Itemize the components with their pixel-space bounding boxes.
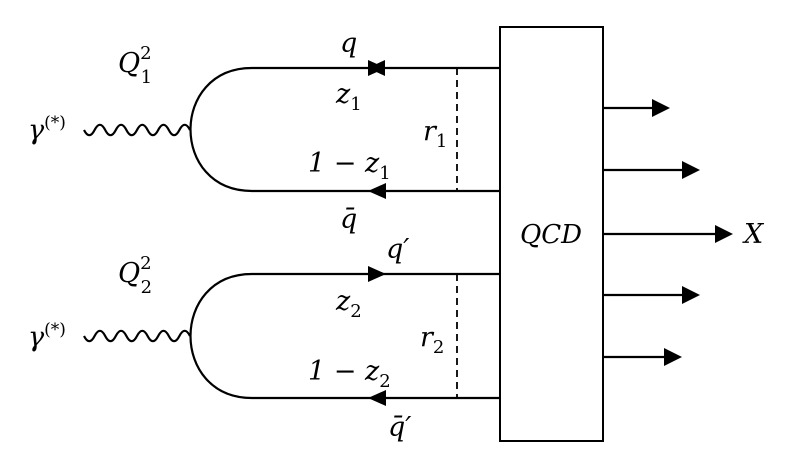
qcd-label: QCD [520,220,582,250]
quark-label-upper: q [340,28,357,59]
photon-line-lower [83,329,191,343]
photon-label-lower: γ(*) [28,320,66,353]
antiquark-arrowhead-upper [368,183,386,199]
z-label-upper: z1 [335,79,362,115]
quark-loop-upper [189,66,253,193]
output-arrowhead-2 [682,161,700,179]
output-arrowhead-3 [715,225,733,243]
quark-loop-lower [189,272,253,400]
output-arrowhead-5 [664,348,682,366]
antiquark-label-upper: q̄ [340,204,357,235]
one-minus-z-label-lower: 1 − z2 [308,356,391,392]
r-label-lower: r2 [420,322,444,358]
photon-label-upper: γ(*) [28,113,66,146]
qcd-box [499,26,604,442]
quark-arrowhead-upper [368,60,386,76]
output-label-x: X [742,219,765,250]
antiquark-label-lower: q̄′ [388,412,411,443]
quark-label-lower: q′ [386,234,409,265]
antiquark-arrowhead-lower [368,390,386,406]
quark-arrowhead-lower [368,266,386,282]
r-label-upper: r1 [423,116,447,152]
z-label-lower: z2 [335,286,362,322]
photon-line-upper [83,123,191,137]
one-minus-z-label-upper: 1 − z1 [308,148,391,184]
output-arrowhead-1 [652,99,670,117]
output-arrowhead-4 [682,286,700,304]
